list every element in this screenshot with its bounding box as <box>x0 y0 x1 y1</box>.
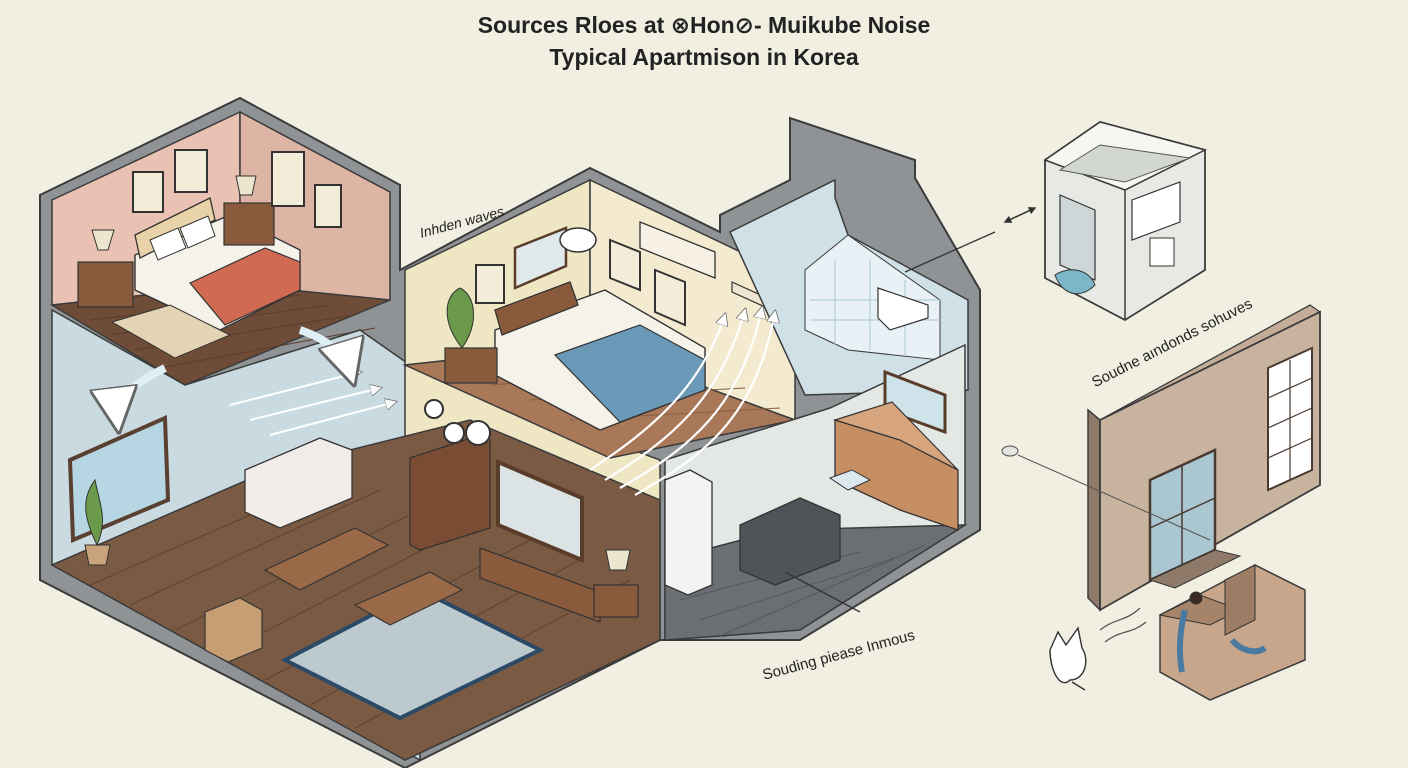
detail-sofa-scene <box>1049 564 1306 701</box>
apartment-building <box>39 96 981 768</box>
upper-bedroom <box>49 110 391 386</box>
detail-wall <box>1001 304 1322 612</box>
detail-box-bathroom <box>1043 121 1208 322</box>
living-room <box>50 308 661 762</box>
bathroom <box>729 178 969 396</box>
bottom-leader-line <box>784 571 861 613</box>
diagram-title-line-2: Typical Apartmison in Korea <box>549 44 859 70</box>
middle-bedroom <box>402 178 798 459</box>
detail-leader-lines <box>904 207 1037 273</box>
sound-wave-arrows <box>118 308 775 496</box>
diagram-title-line-1: Sources Rloes at ⊗Hon⊘- Muikube Noise <box>477 12 931 38</box>
kitchen <box>664 343 968 641</box>
